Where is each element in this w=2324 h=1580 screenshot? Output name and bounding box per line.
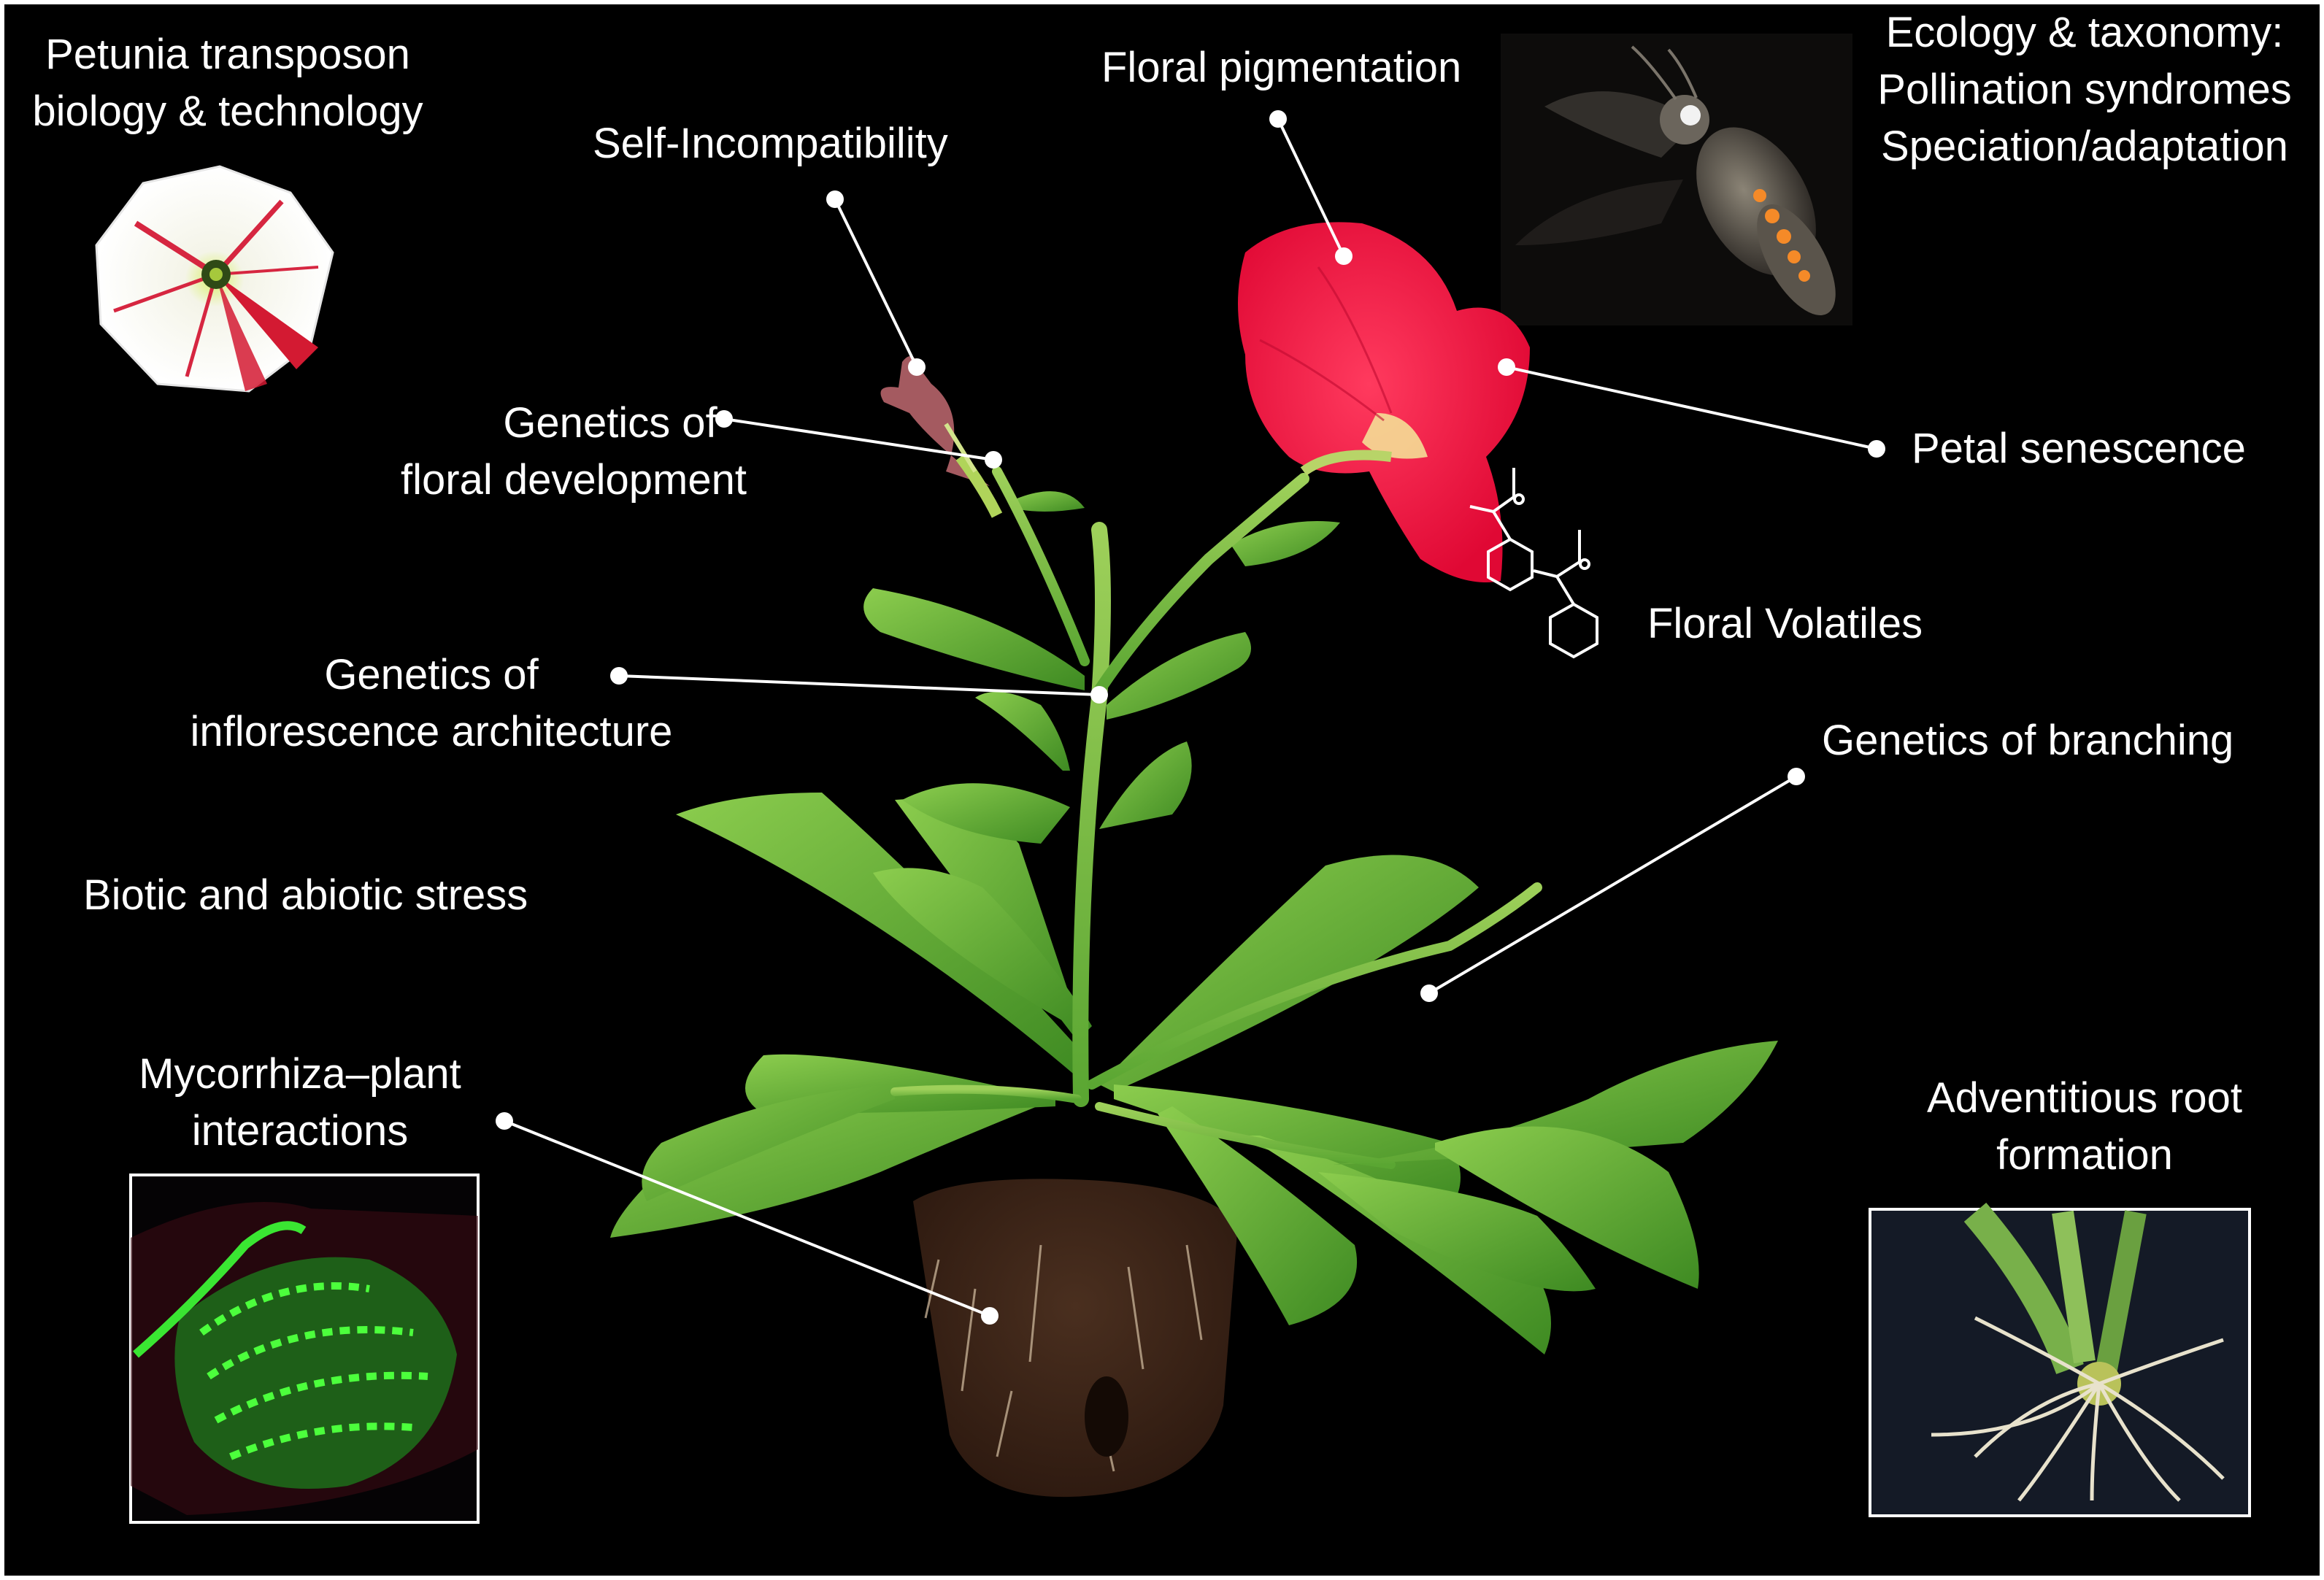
red-petunia-flower: [1238, 222, 1530, 582]
label-mycorrhiza-line1: Mycorrhiza–plant: [139, 1050, 461, 1098]
hawkmoth-photo: [1501, 34, 1852, 325]
callout-lines: [496, 110, 1885, 1325]
label-ecology-line1: Ecology & taxonomy:: [1885, 9, 2284, 56]
label-branching: Genetics of branching: [1822, 717, 2234, 764]
striped-petunia-photo: [95, 165, 334, 393]
label-floral-development-line2: floral development: [401, 456, 747, 504]
label-floral-volatiles: Floral Volatiles: [1647, 600, 1923, 647]
label-transposon: Petunia transposon biology & technology: [9, 26, 447, 140]
label-mycorrhiza-line2: interactions: [191, 1107, 409, 1155]
label-floral-pigmentation: Floral pigmentation: [1101, 44, 1462, 91]
label-inflorescence-line1: Genetics of: [324, 651, 539, 698]
label-ecology-line2: Pollination syndromes: [1877, 66, 2292, 113]
label-floral-development: Genetics of floral development: [347, 395, 800, 509]
figure-canvas: Petunia transposon biology & technology …: [4, 4, 2320, 1576]
label-transposon-line2: biology & technology: [32, 88, 423, 135]
label-inflorescence-line2: inflorescence architecture: [190, 708, 673, 755]
label-transposon-line1: Petunia transposon: [45, 31, 410, 78]
label-mycorrhiza: Mycorrhiza–plant interactions: [99, 1046, 501, 1160]
label-adventitious-root: Adventitious root formation: [1873, 1070, 2296, 1184]
label-adventitious-root-line1: Adventitious root: [1926, 1074, 2243, 1122]
label-self-incompatibility: Self-Incompatibility: [593, 120, 948, 167]
root-plug-soil: [913, 1179, 1238, 1498]
petunia-plant-illustration: [95, 34, 2251, 1524]
label-inflorescence: Genetics of inflorescence architecture: [150, 647, 712, 760]
stems: [890, 466, 1542, 1169]
label-ecology-line3: Speciation/adaptation: [1881, 123, 2288, 170]
adventitious-root-inset: [1869, 1202, 2251, 1517]
mycorrhiza-microscopy-inset: [129, 1174, 480, 1524]
label-stress: Biotic and abiotic stress: [83, 871, 528, 919]
label-adventitious-root-line2: formation: [1996, 1131, 2173, 1179]
methyl-benzoate-structures: [1469, 468, 1598, 659]
label-floral-development-line1: Genetics of: [503, 399, 717, 447]
label-petal-senescence: Petal senescence: [1912, 425, 2246, 472]
label-ecology: Ecology & taxonomy: Pollination syndrome…: [1844, 4, 2320, 175]
flower-bud: [880, 356, 1003, 518]
